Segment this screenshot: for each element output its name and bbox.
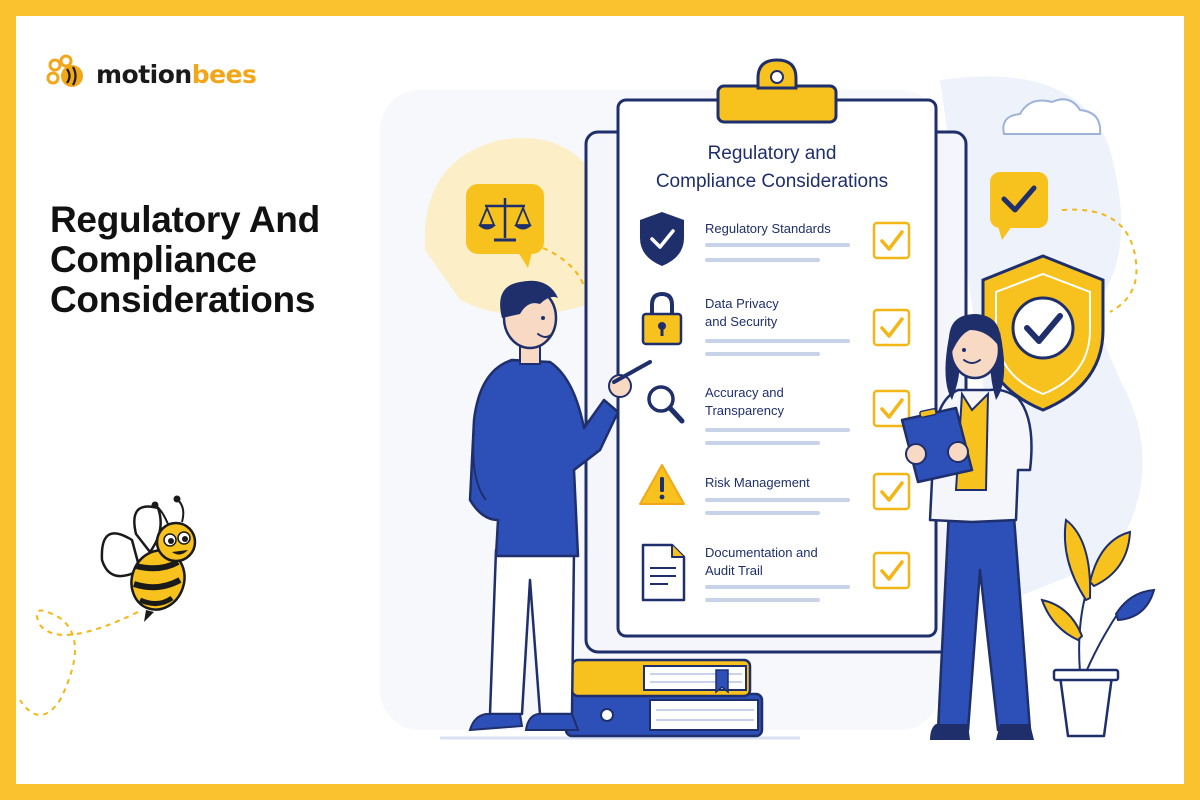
illustration: Regulatory and Compliance Considerations… [19, 58, 1156, 740]
item-label-line1: Documentation and [705, 545, 818, 560]
shield-check-icon [640, 212, 684, 266]
pen-icon [612, 360, 652, 384]
item-line [705, 511, 820, 515]
item-label-line2: and Security [705, 314, 778, 329]
item-line [705, 441, 820, 445]
magnifier-icon [647, 385, 685, 424]
item-label-line1: Accuracy and [705, 385, 784, 400]
bee-logo-icon [46, 54, 83, 87]
bee-flight-trail [19, 609, 139, 716]
checkbox-checked[interactable] [872, 472, 911, 511]
clipboard-title-line2: Compliance Considerations [656, 171, 888, 192]
clipboard-title-line1: Regulatory and [708, 143, 837, 164]
item-line [705, 428, 850, 432]
checklist-item-documentation: Documentation and Audit Trail [641, 543, 911, 602]
padlock-icon [641, 291, 683, 346]
document-icon [641, 543, 686, 602]
brand-logo[interactable]: motionbees [46, 54, 257, 94]
item-label-line2: Transparency [705, 403, 784, 418]
item-label-line2: Audit Trail [705, 563, 763, 578]
page-headline: Regulatory And Compliance Considerations [50, 199, 320, 320]
item-line [705, 585, 850, 589]
clipboard-clip [716, 84, 838, 124]
checkbox-checked[interactable] [872, 221, 911, 260]
dashed-path-right [1061, 208, 1138, 313]
checklist-item-data-privacy: Data Privacy and Security [641, 291, 911, 356]
item-line [705, 339, 850, 343]
bee-mascot-icon [100, 495, 197, 622]
item-label-line1: Data Privacy [705, 296, 779, 311]
potted-plant [1040, 518, 1156, 738]
item-label-line1: Risk Management [705, 475, 810, 490]
warning-icon [639, 464, 685, 505]
clipboard: Regulatory and Compliance Considerations… [584, 58, 968, 654]
item-label-line1: Regulatory Standards [705, 221, 831, 236]
brand-name: motionbees [96, 59, 257, 89]
item-line [705, 258, 820, 262]
item-line [705, 352, 820, 356]
checklist-item-accuracy-transparency: Accuracy and Transparency [647, 385, 911, 445]
dashed-path-left [542, 247, 586, 289]
scale-bubble-icon [466, 184, 544, 268]
check-bubble-icon [990, 172, 1048, 240]
checkbox-checked[interactable] [872, 389, 911, 428]
page-frame: motionbees Regulatory And Compliance Con… [16, 16, 1184, 784]
checklist-item-regulatory-standards: Regulatory Standards [640, 212, 911, 266]
item-line [705, 243, 850, 247]
checkbox-checked[interactable] [872, 308, 911, 347]
item-line [705, 598, 820, 602]
brand-name-part2: bees [191, 59, 257, 89]
man-figure [468, 280, 652, 732]
checklist-item-risk-management: Risk Management [639, 464, 911, 515]
item-line [705, 498, 850, 502]
book-stack [564, 658, 764, 738]
brand-name-part1: motion [96, 59, 192, 89]
checkbox-checked[interactable] [872, 551, 911, 590]
cloud-icon [1002, 98, 1102, 135]
woman-figure [900, 314, 1034, 740]
